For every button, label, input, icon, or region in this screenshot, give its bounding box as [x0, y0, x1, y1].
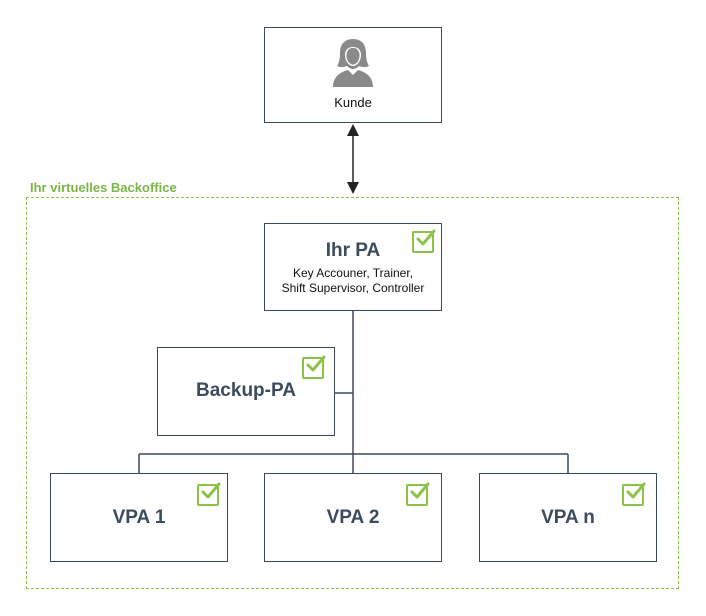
checkmark-icon — [622, 482, 646, 506]
vpa-box-2: VPA 2 — [264, 473, 442, 562]
backup-pa-title: Backup-PA — [196, 380, 296, 401]
pa-title: Ihr PA — [325, 240, 381, 261]
pa-box: Ihr PA Key Accouner, Trainer, Shift Supe… — [264, 223, 442, 311]
checkmark-icon — [302, 355, 326, 379]
vpa-box-n: VPA n — [479, 473, 657, 562]
person-icon — [330, 35, 376, 92]
pa-subtitle-line2: Shift Supervisor, Controller — [281, 281, 425, 295]
checkmark-icon — [197, 482, 221, 506]
checkmark-icon — [406, 482, 430, 506]
vpa-box-1: VPA 1 — [50, 473, 228, 562]
vpa-title: VPA 1 — [112, 507, 166, 528]
group-label: Ihr virtuelles Backoffice — [30, 180, 177, 195]
checkmark-icon — [412, 229, 436, 253]
vpa-title: VPA n — [541, 507, 595, 528]
vpa-title: VPA 2 — [326, 507, 380, 528]
backoffice-group — [26, 197, 679, 589]
customer-box: Kunde — [264, 27, 442, 123]
pa-subtitle-line1: Key Accouner, Trainer, — [292, 266, 414, 280]
customer-label: Kunde — [334, 95, 372, 110]
backup-pa-box: Backup-PA — [157, 347, 335, 436]
